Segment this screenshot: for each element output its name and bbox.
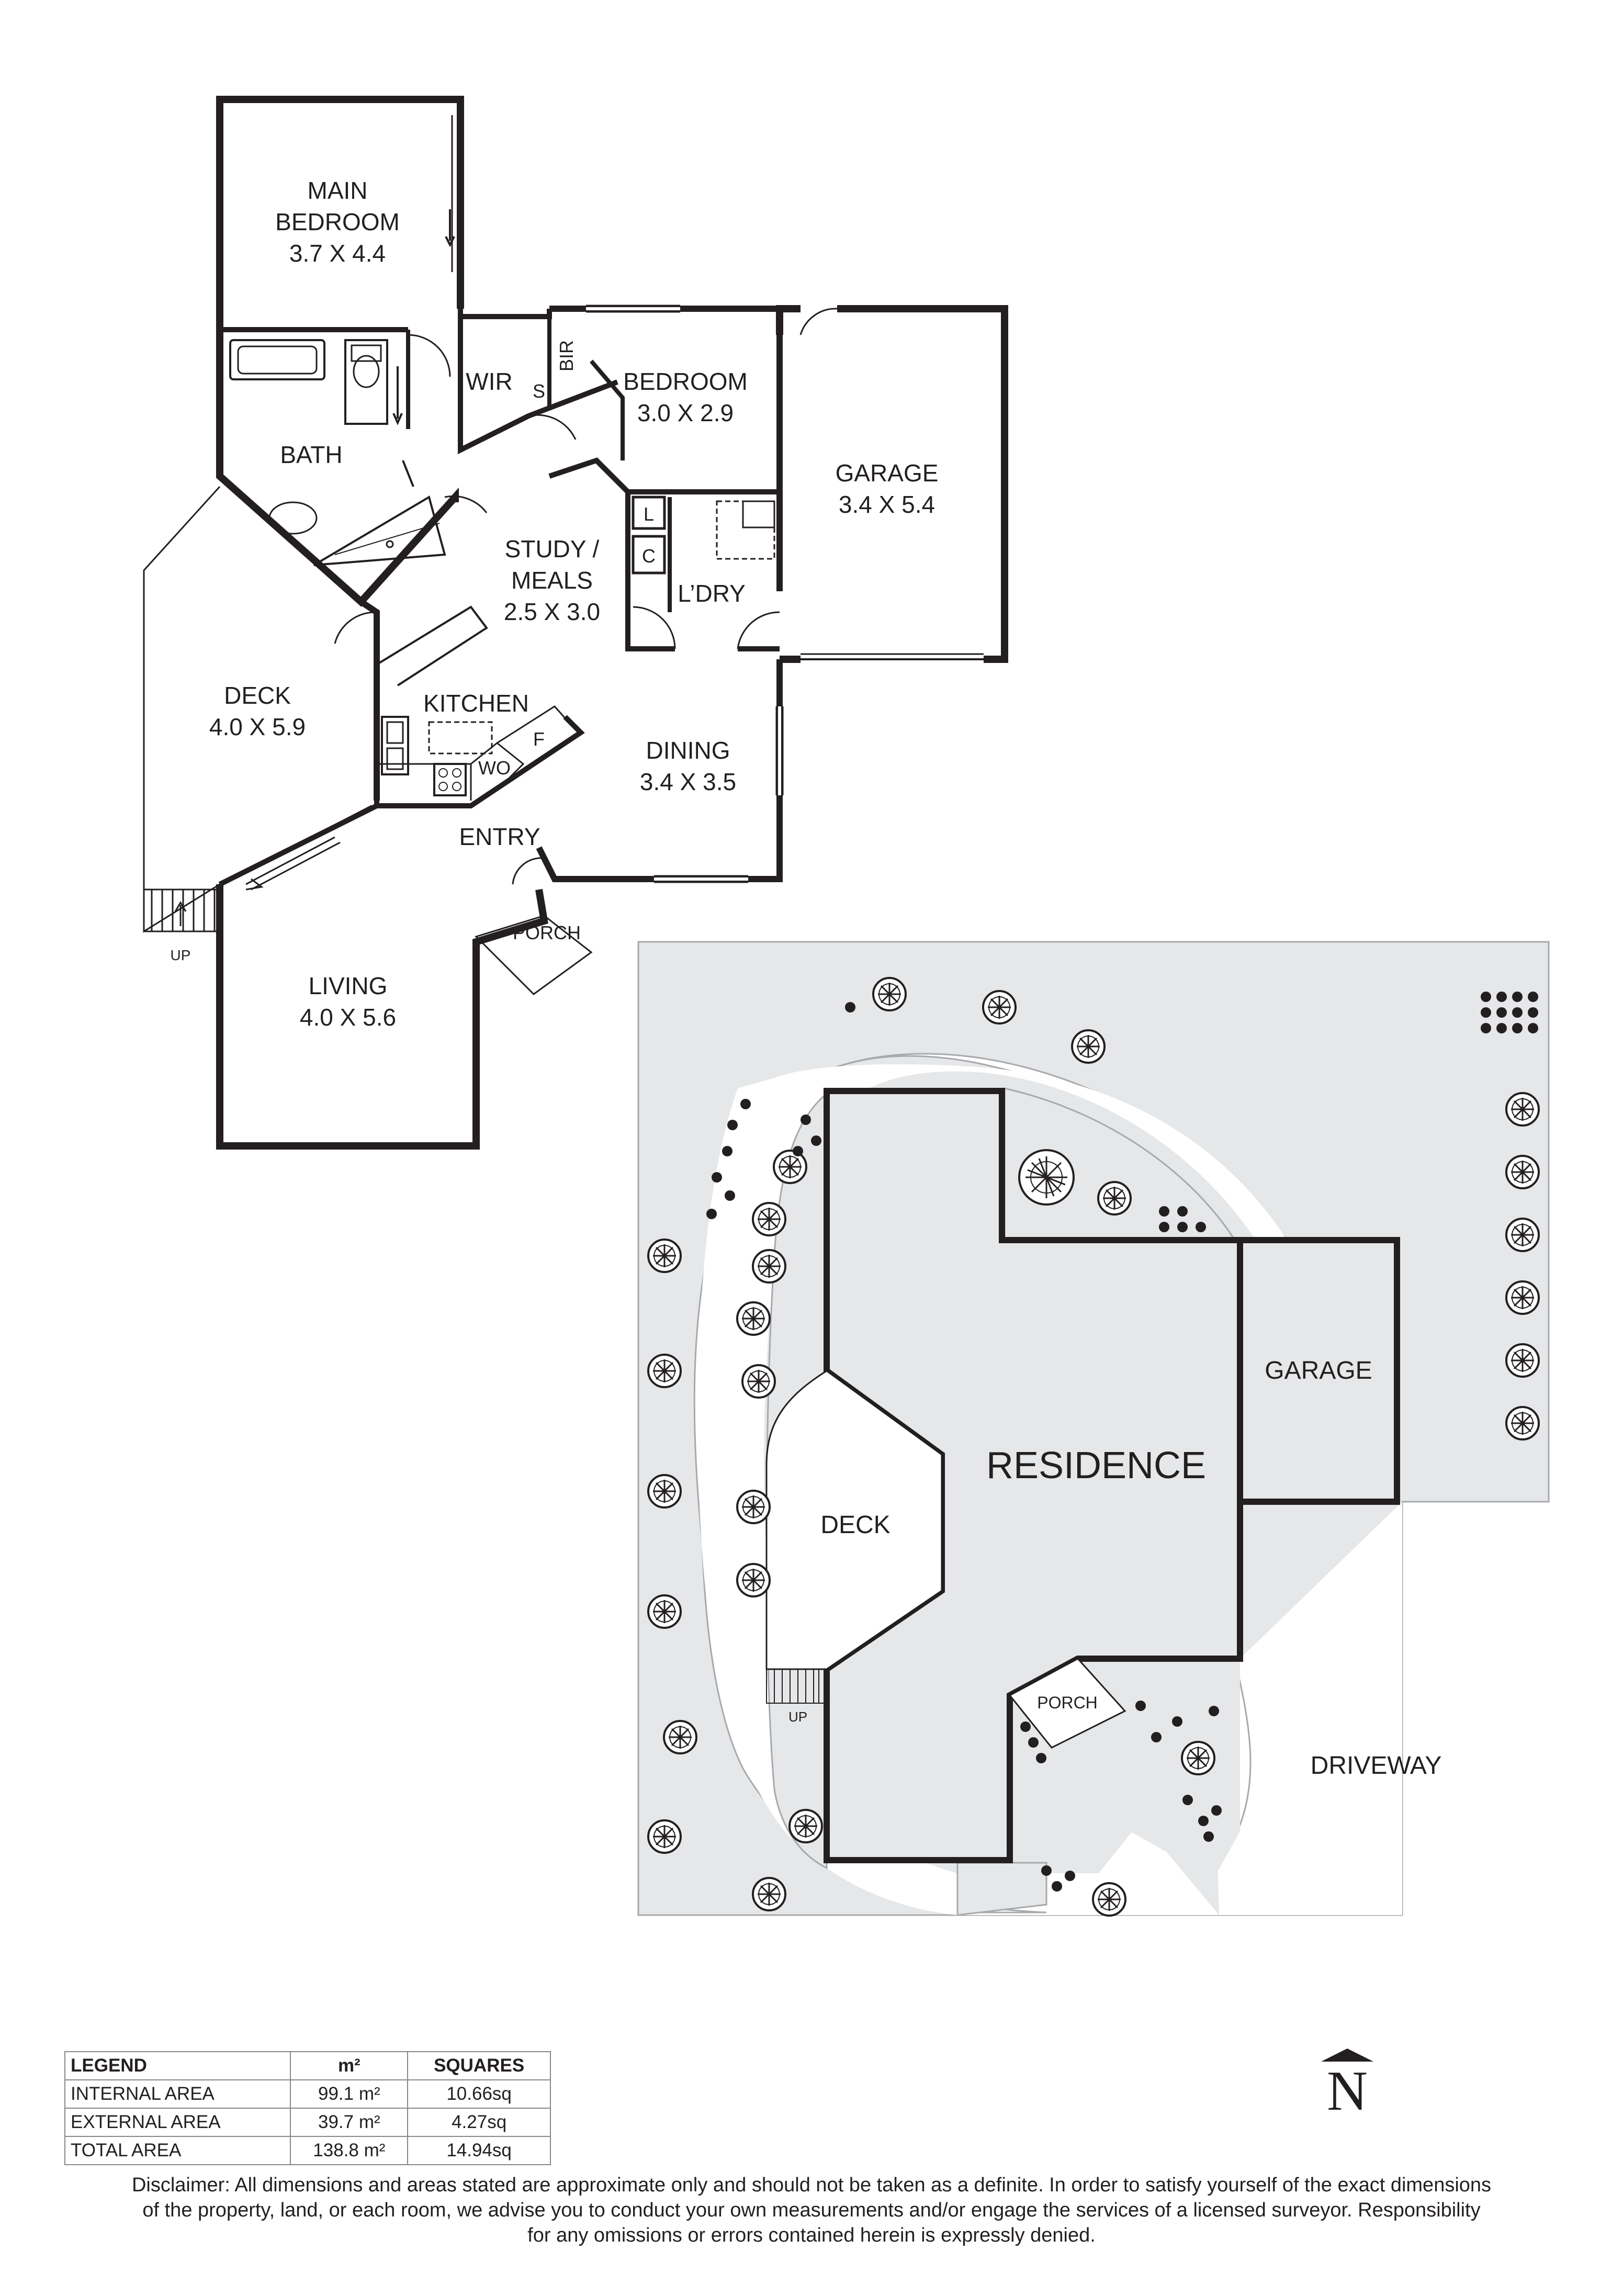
legend-cell: 10.66sq [407,2079,551,2109]
north-arrow-icon [1321,2049,1373,2062]
site-driveway [957,1502,1402,1915]
kitchen-walls [374,665,585,808]
legend-cell: 99.1 m² [290,2079,409,2109]
study-name-1: STUDY / [505,535,600,562]
north-letter: N [1327,2060,1368,2122]
disclaimer: Disclaimer: All dimensions and areas sta… [31,2173,1592,2248]
main-bedroom-name-2: BEDROOM [275,208,400,235]
porch-name: PORCH [513,922,581,943]
site-driveway-label: DRIVEWAY [1311,1752,1442,1780]
legend-row: INTERNAL AREA 99.1 m² 10.66sq [64,2079,551,2109]
s-name: S [533,380,545,402]
legend-header: SQUARES [407,2051,551,2080]
wir-walls [458,317,618,455]
site-deck-up-label: UP [788,1709,807,1725]
site-plan: RESIDENCE GARAGE DECK PORCH DRIVEWAY UP [637,941,1550,1917]
site-garage-label: GARAGE [1265,1357,1372,1385]
f-name: F [533,728,545,750]
bedroom-size: 3.0 X 2.9 [637,399,734,426]
garage-walls [776,305,1008,663]
porch-walls [475,915,593,995]
dining-size: 3.4 X 3.5 [640,768,736,795]
dining-name: DINING [646,737,730,764]
bedroom-name: BEDROOM [623,368,748,395]
site-porch-label: PORCH [1037,1693,1098,1712]
legend-cell: 14.94sq [407,2136,551,2165]
legend-header: LEGEND [64,2051,291,2080]
main-bedroom-name-1: MAIN [308,177,368,204]
laundry-name: L’DRY [678,580,746,607]
study-size: 2.5 X 3.0 [504,598,600,625]
site-residence-label: RESIDENCE [986,1445,1206,1487]
site-garage [1237,1237,1400,1505]
legend-cell: TOTAL AREA [64,2136,291,2165]
kitchen-name: KITCHEN [423,690,529,717]
deck-stairs [144,888,220,932]
legend-cell: 39.7 m² [290,2108,409,2137]
legend-cell: EXTERNAL AREA [64,2108,291,2137]
legend-cell: 4.27sq [407,2108,551,2137]
site-deck-stairs [766,1669,827,1704]
site-deck-label: DECK [820,1511,890,1539]
entry-name: ENTRY [459,823,540,850]
legend-row: TOTAL AREA 138.8 m² 14.94sq [64,2136,551,2165]
floor-plan-labels: MAIN BEDROOM 3.7 X 4.4 BEDROOM 3.0 X 2.9… [171,177,939,1031]
north-arrow: N [1313,2046,1387,2124]
main-bedroom-size: 3.7 X 4.4 [289,240,386,267]
legend-row: EXTERNAL AREA 39.7 m² 4.27sq [64,2108,551,2137]
wo-name: WO [478,757,511,779]
legend-header-row: LEGEND m² SQUARES [64,2051,551,2080]
bath-name: BATH [280,441,342,468]
bir-name: BIR [556,340,577,372]
garage-name: GARAGE [836,459,939,487]
disclaimer-line: for any omissions or errors contained he… [527,2224,1096,2246]
study-name-2: MEALS [511,567,593,594]
disclaimer-line: Disclaimer: All dimensions and areas sta… [131,2174,1492,2196]
deck-size: 4.0 X 5.9 [209,713,306,740]
wir-name: WIR [466,368,512,395]
floor-plan [143,96,1008,1150]
living-size: 4.0 X 5.6 [300,1004,396,1031]
c-name: C [642,545,656,567]
legend-header: m² [290,2051,409,2080]
disclaimer-line: of the property, land, or each room, we … [142,2199,1481,2221]
l-name: L [644,503,654,525]
living-name: LIVING [309,972,388,999]
deck-name: DECK [224,682,291,709]
legend-cell: INTERNAL AREA [64,2079,291,2109]
deck-up-label: UP [171,947,191,963]
site-porch [1008,1658,1126,1749]
legend-table: LEGEND m² SQUARES INTERNAL AREA 99.1 m² … [64,2051,551,2165]
legend-cell: 138.8 m² [290,2136,409,2165]
garage-size: 3.4 X 5.4 [839,491,935,518]
